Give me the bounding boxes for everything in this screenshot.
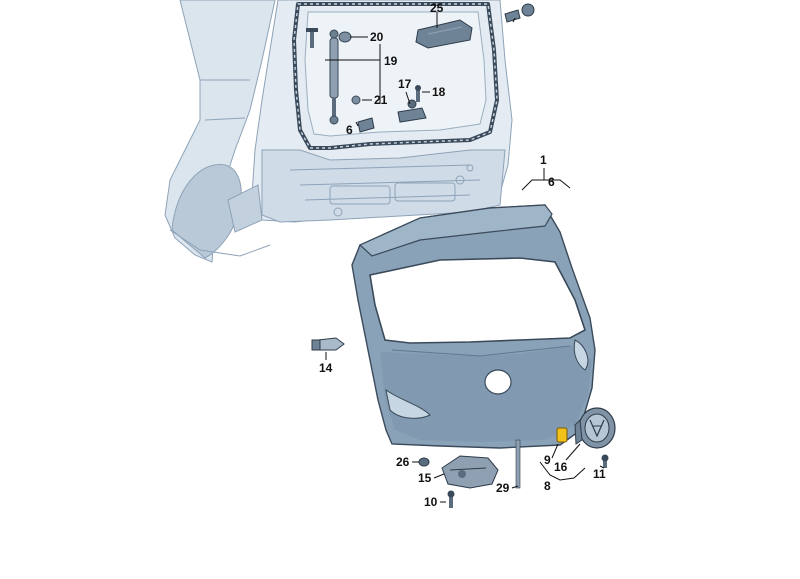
callout-21: 21 [374,93,388,107]
leader-lines [325,12,605,503]
callout-26: 26 [396,455,410,469]
callout-16: 16 [554,460,568,474]
part-21-ball-stud [351,95,361,105]
gas-strut [329,29,339,125]
callout-6-tailgate: 6 [548,175,555,189]
strut-pin [306,28,318,48]
callout-6-clip: 6 [346,123,353,137]
callout-10: 10 [424,495,438,509]
callout-labels: 1 6 20 19 21 25 17 18 6 14 26 15 10 29 9… [319,1,606,509]
part-25-bracket [415,19,473,49]
callout-17: 17 [398,77,412,91]
top-right-screw [504,3,535,23]
part-14-buffer [311,337,345,351]
part-18-screw [415,85,421,102]
callout-14: 14 [319,361,333,375]
callout-1: 1 [540,153,547,167]
part-9-highlight [556,427,568,443]
part-10-screw [447,490,455,508]
callout-9: 9 [544,453,551,467]
wheel-arch [171,163,242,259]
callout-25: 25 [430,1,444,15]
tailgate-spoiler [358,204,553,257]
part-16-emblem-handle [574,407,616,449]
rear-window-opening [369,257,586,344]
part-11-screw [601,454,609,468]
callout-19: 19 [384,54,398,68]
part-26-nut [418,457,430,467]
callout-8: 8 [544,479,551,493]
car-body [164,0,513,263]
callout-11: 11 [593,467,606,481]
callout-29: 29 [496,481,510,495]
tailgate [351,204,596,449]
part-6-clip [357,117,375,133]
part-20-clip [338,31,352,43]
part-17-striker [397,99,427,123]
callout-15: 15 [418,471,432,485]
callout-20: 20 [370,30,384,44]
part-15-lock [441,455,499,489]
callout-18: 18 [432,85,446,99]
part-29-rod [515,439,521,489]
emblem-hole [484,369,512,395]
